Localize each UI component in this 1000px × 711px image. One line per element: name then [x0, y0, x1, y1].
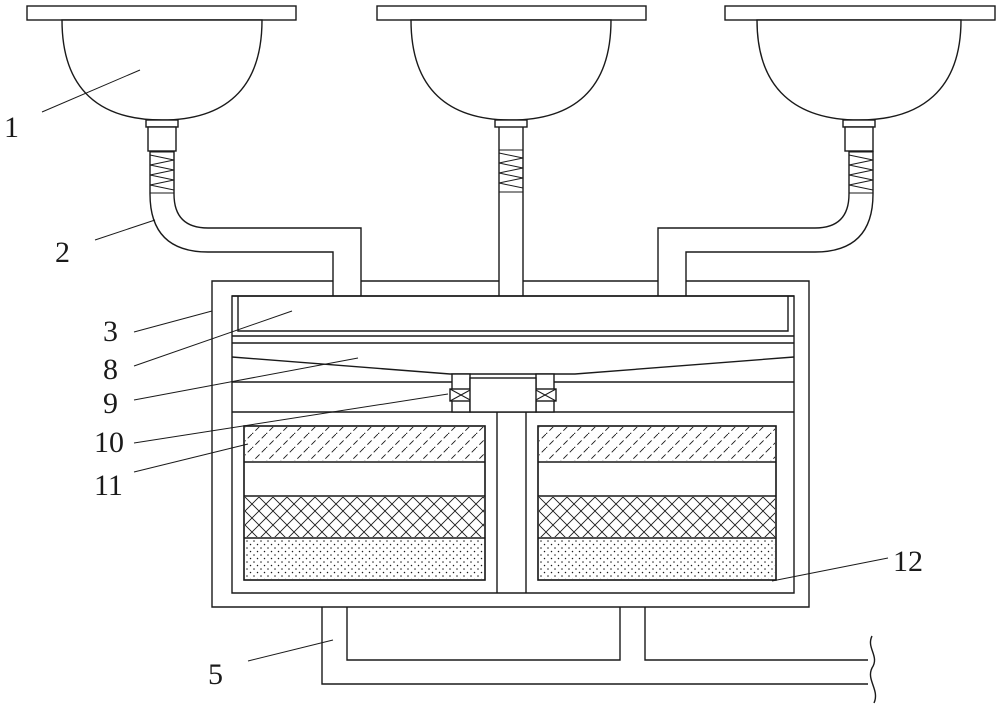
- label-5: 5: [208, 658, 223, 691]
- filter-layer-hatch-right: [539, 427, 775, 461]
- filter-cartridge-right: [537, 425, 777, 581]
- label-8: 8: [103, 353, 118, 386]
- basin-left-bowl: [61, 19, 263, 121]
- filter-layer-mesh-left: [245, 497, 484, 537]
- label-9: 9: [103, 387, 118, 420]
- basin-right: [724, 5, 996, 152]
- filter-layer-sand-right: [539, 539, 775, 579]
- pipe-left: [149, 151, 362, 296]
- filter-layer-hatch-left: [245, 427, 484, 461]
- collection-tray: [232, 295, 794, 344]
- valve-right: [533, 373, 557, 413]
- filter-layer-mesh-right: [539, 497, 775, 537]
- bellows-middle: [498, 149, 524, 193]
- bellows-left: [149, 151, 175, 194]
- label-11: 11: [94, 469, 123, 502]
- basin-right-rim: [724, 5, 996, 21]
- filter-layer-sand-left: [245, 539, 484, 579]
- pipe-right: [657, 151, 874, 296]
- label-12: 12: [893, 545, 923, 578]
- callout-labels: 1 2 3 8 9 10 11 12 5: [4, 111, 923, 691]
- valve-left: [449, 373, 473, 413]
- basin-left-outlet-neck: [147, 126, 177, 152]
- basin-left-rim: [26, 5, 297, 21]
- label-3: 3: [103, 315, 118, 348]
- basin-right-outlet-neck: [844, 126, 874, 152]
- filter-cartridge-left: [243, 425, 486, 581]
- leader-lines: [41, 69, 889, 662]
- basin-right-outlet-flange: [842, 119, 876, 128]
- pipe-middle: [498, 127, 524, 296]
- basin-middle-outlet-flange: [494, 119, 528, 128]
- basin-left: [26, 5, 297, 152]
- label-10: 10: [94, 426, 124, 459]
- basin-left-outlet-flange: [145, 119, 179, 128]
- basin-middle-bowl: [410, 19, 612, 121]
- basin-middle: [376, 5, 647, 128]
- drain-break-line: [869, 635, 877, 704]
- valve-manifold: [469, 377, 537, 413]
- center-divider: [496, 412, 527, 593]
- basin-right-bowl: [756, 19, 962, 121]
- label-1: 1: [4, 111, 19, 144]
- bellows-right: [848, 151, 874, 194]
- basin-middle-rim: [376, 5, 647, 21]
- drain-pipe: [321, 607, 877, 704]
- label-2: 2: [55, 236, 70, 269]
